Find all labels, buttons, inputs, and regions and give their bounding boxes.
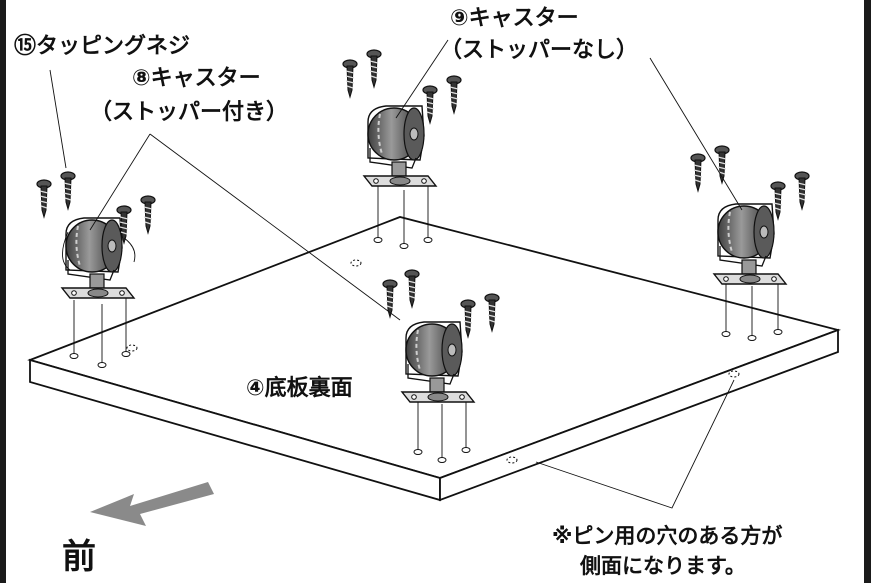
caster-back — [363, 105, 437, 187]
label-caster-stopper-sub: （ストッパー付き） — [90, 100, 289, 125]
front-arrow — [90, 482, 214, 526]
right-border — [864, 0, 871, 583]
label-pin-note-line2: 側面になります。 — [580, 554, 746, 578]
label-pin-note-line1: ※ピン用の穴のある方が — [552, 524, 783, 548]
guide-lines — [73, 184, 779, 458]
label-front: 前 — [62, 537, 96, 577]
label-caster-stopper-title: ⑧キャスター — [132, 66, 261, 91]
caster-right — [713, 203, 787, 285]
leader-lines — [49, 39, 743, 509]
label-bottom-board: ④底板裏面 — [246, 376, 353, 401]
left-border — [0, 0, 6, 583]
label-caster-nostopper-title: ⑨キャスター — [450, 6, 579, 31]
label-caster-nostopper-sub: （ストッパーなし） — [440, 38, 639, 63]
label-tapping-screw: ⑮タッピングネジ — [14, 34, 191, 59]
